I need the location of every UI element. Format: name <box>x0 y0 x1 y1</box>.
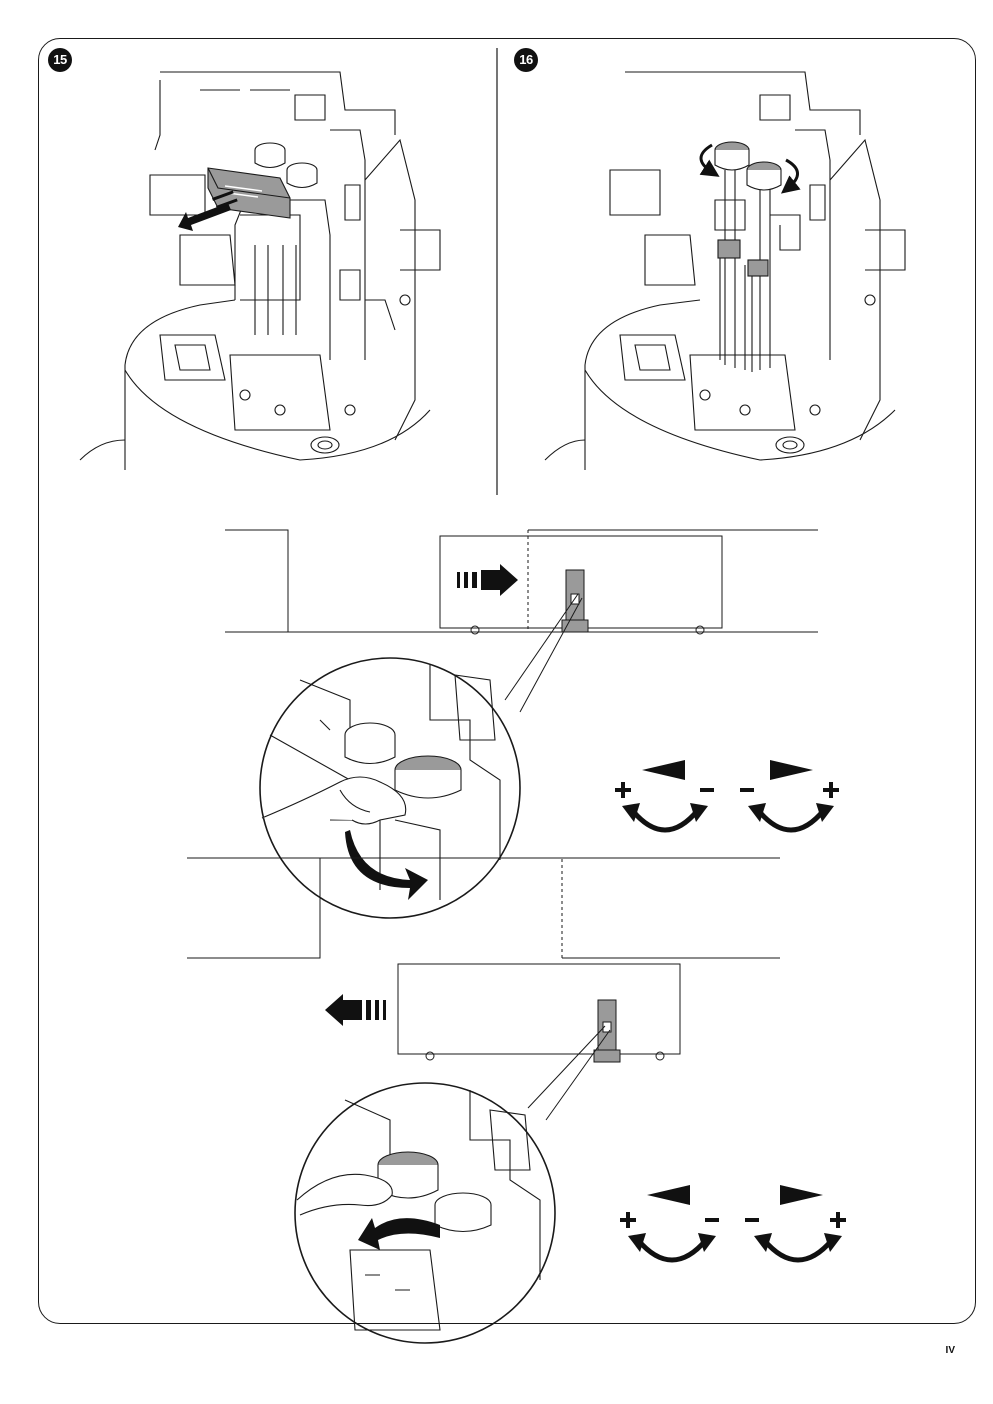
zoom-2-rotate-arrow-icon <box>358 1218 440 1250</box>
plus-icon <box>823 782 839 798</box>
step-16-badge: 16 <box>514 48 538 72</box>
plus-icon <box>615 782 631 798</box>
zoom-detail-2 <box>294 1082 556 1344</box>
step-15-pull-arrow <box>178 190 238 231</box>
triangle-pointer-icon <box>647 1185 690 1205</box>
zoom-1-rotate-arrow-icon <box>345 830 428 900</box>
triangle-pointer-icon <box>780 1185 823 1205</box>
step-16-illustration <box>544 71 906 470</box>
adjustment-symbols-1 <box>615 760 839 833</box>
step-15-illustration <box>79 71 441 470</box>
page-frame <box>38 38 976 1324</box>
zoom-detail-1 <box>259 657 521 919</box>
step-16-rotate-arrows <box>699 143 801 194</box>
triangle-pointer-icon <box>642 760 685 780</box>
arrow-right-icon <box>457 564 518 596</box>
triangle-pointer-icon <box>770 760 813 780</box>
step-15-badge: 15 <box>48 48 72 72</box>
page-number: IV <box>945 1345 955 1356</box>
gate-diagram-opening <box>187 857 780 1121</box>
plus-icon <box>620 1212 636 1228</box>
arrow-left-icon <box>325 994 386 1026</box>
gate-diagram-closing <box>225 529 818 713</box>
adjustment-symbols-2 <box>620 1185 846 1263</box>
plus-icon <box>830 1212 846 1228</box>
